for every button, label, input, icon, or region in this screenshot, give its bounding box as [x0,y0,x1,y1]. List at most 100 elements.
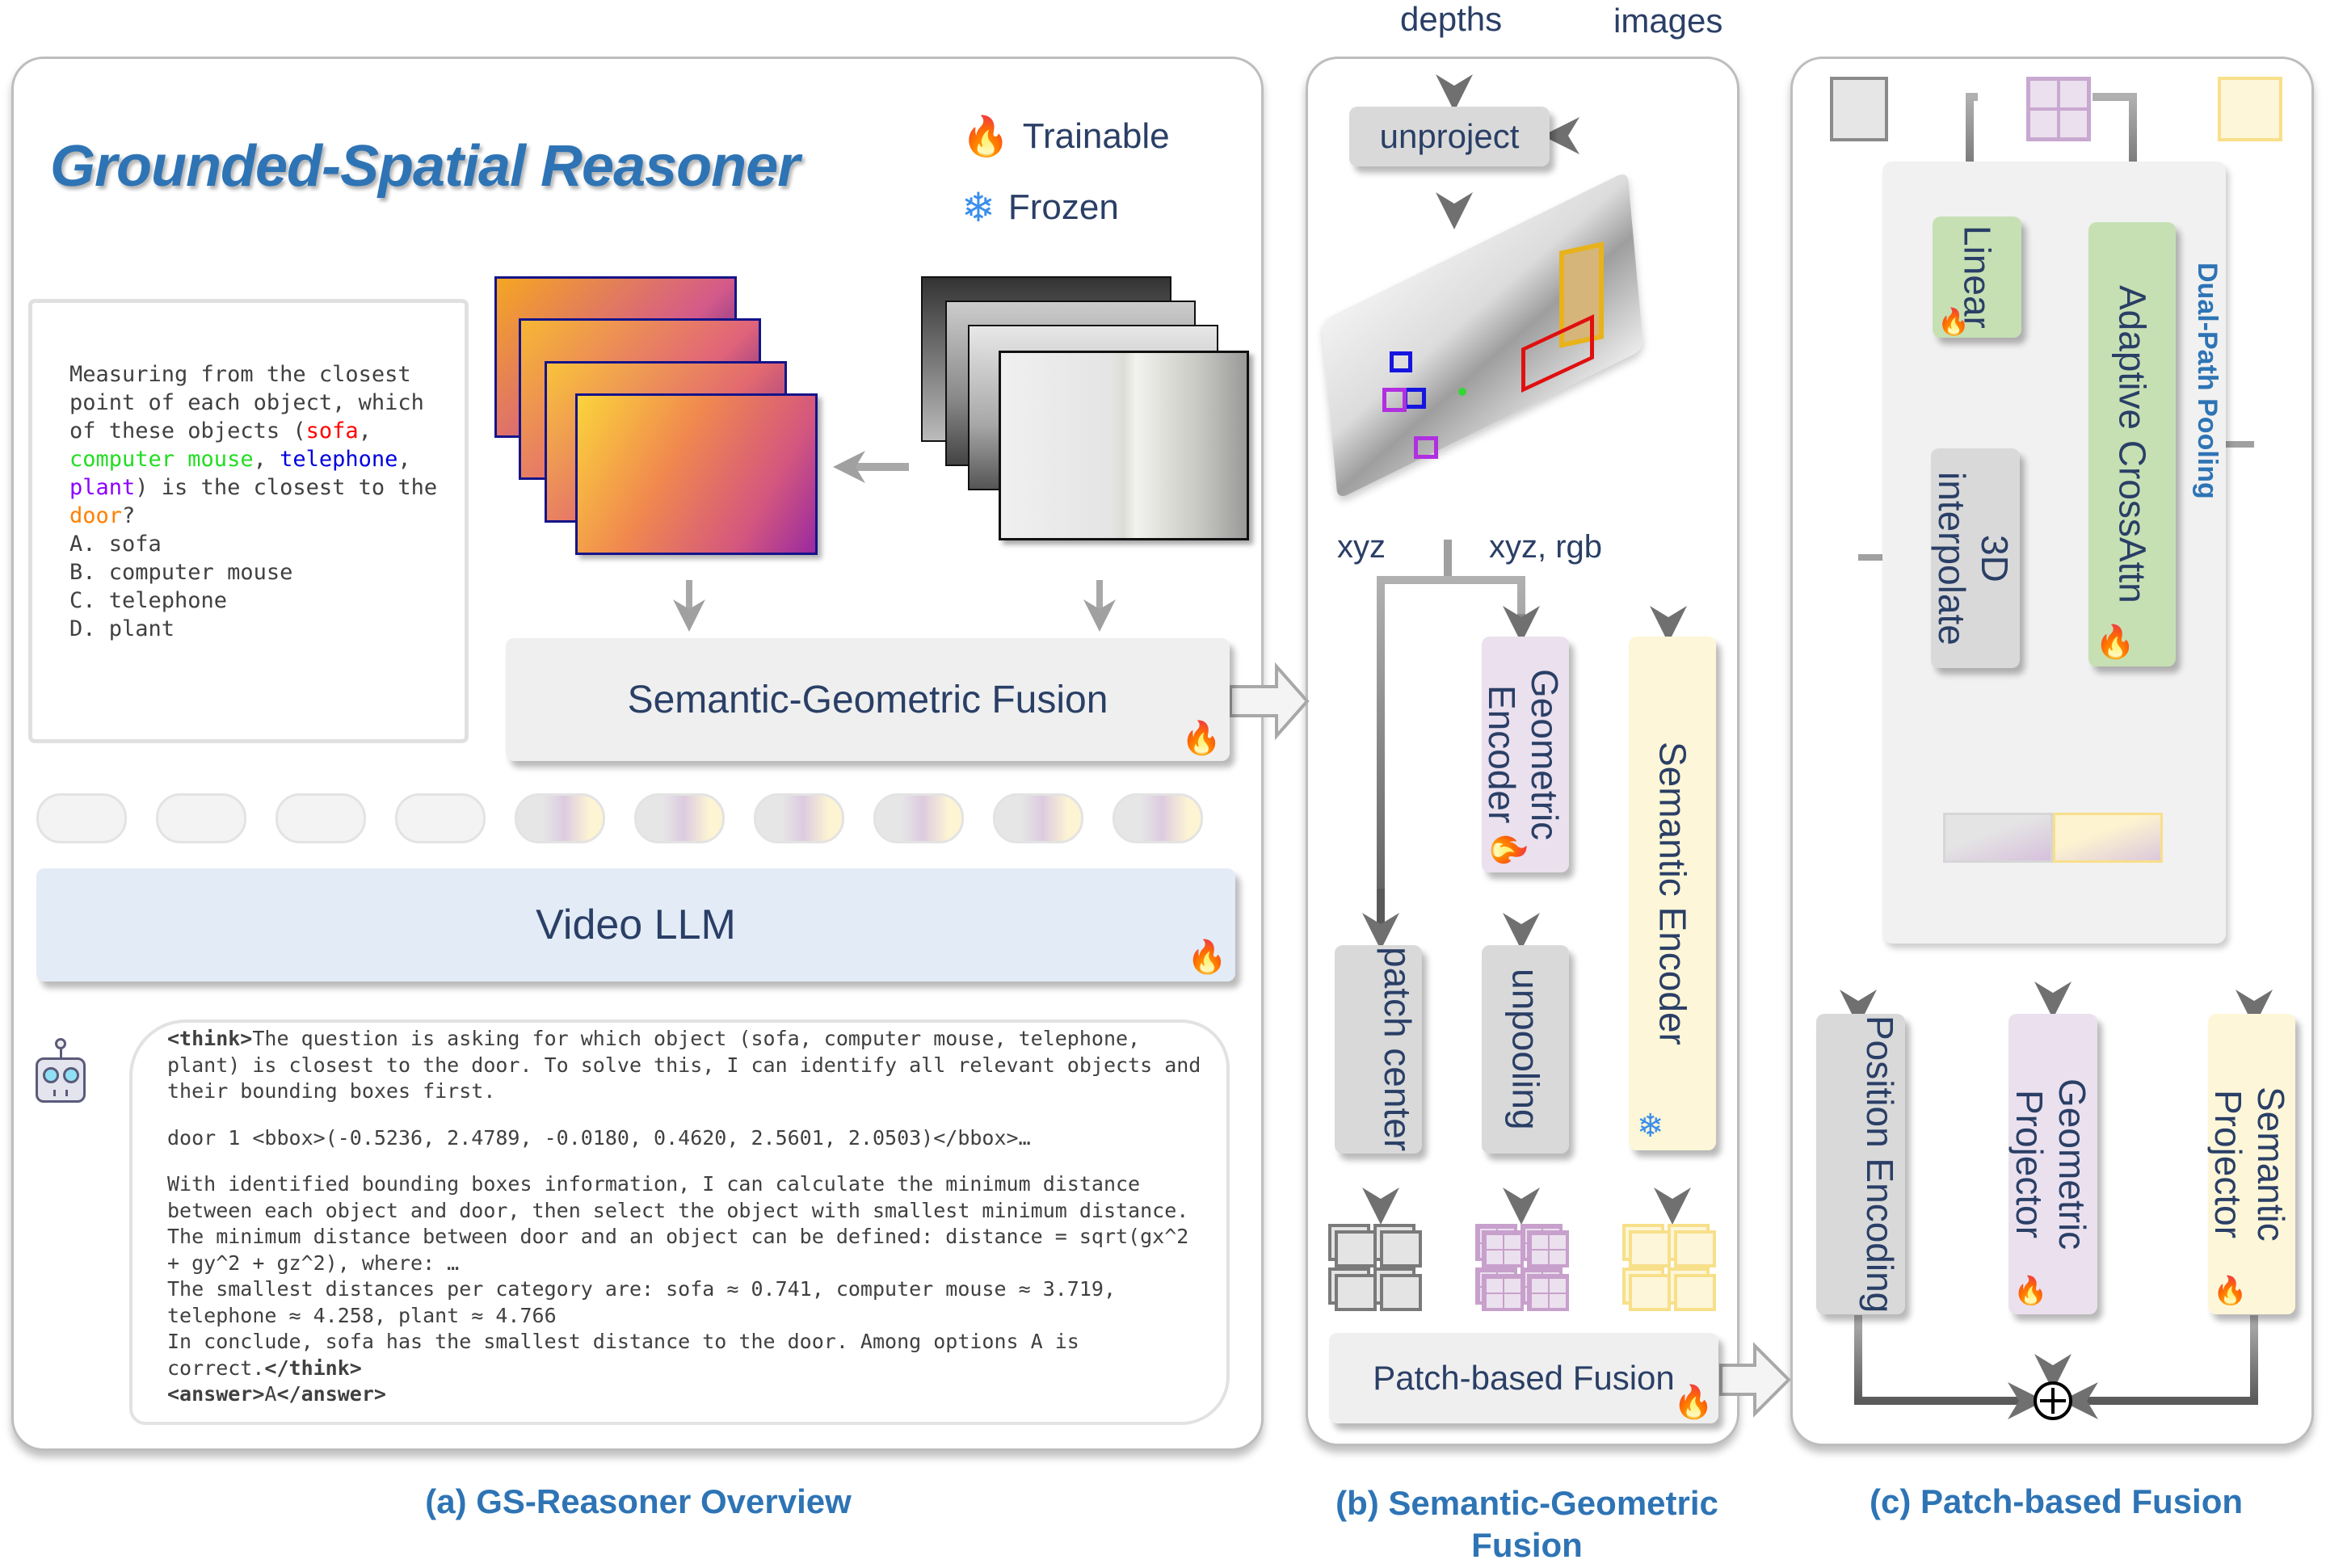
dual-path-pooling-label: Dual-Path Pooling [2192,263,2223,499]
line-pos-to-sum [1854,1315,2045,1419]
highlighted-term: computer mouse [69,447,254,472]
text-line: door? [69,502,437,530]
concat-feature-geometric [1943,813,2053,863]
semantic-encoder-box: Semantic Encoder ❄ [1629,637,1716,1150]
text-line: between each object and door, then selec… [167,1198,1201,1225]
response-text: <think>The question is asking for which … [167,1026,1201,1408]
flame-icon: 🔥 [1181,721,1222,756]
highlighted-term: door [69,503,123,528]
highlighted-term: sofa [305,418,359,443]
unpooling-label: unpooling [1504,969,1547,1130]
feature-patch [1629,1230,1671,1267]
legend-frozen: ❄ Frozen [961,184,1119,231]
text-line [167,1105,1201,1125]
unproject-box: unproject [1349,107,1550,166]
text-segment: In conclude, sofa has the smallest dista… [167,1330,1079,1353]
text-segment: With identified bounding boxes informati… [167,1172,1141,1196]
question-card [28,299,469,743]
text-token [36,793,127,843]
geometric-token [2026,77,2091,141]
geometric-encoder-box: Geometric Encoder 🔥 [1481,637,1569,872]
snowflake-icon: ❄ [1637,1108,1664,1144]
text-segment: , [358,418,372,443]
text-line: computer mouse, telephone, [69,445,437,473]
mouse-marker [1458,388,1466,396]
text-token [395,793,486,843]
flame-icon: 🔥 [1187,940,1227,975]
text-line: of these objects (sofa, [69,417,437,445]
linear-box: Linear 🔥 [1933,216,2021,338]
legend-frozen-label: Frozen [1007,187,1119,227]
text-segment: telephone ≈ 4.258, plant ≈ 4.766 [167,1303,557,1327]
caption-overview: (a) GS-Reasoner Overview [425,1482,852,1520]
arrow-patch-fusion-to-panel-c [1719,1342,1791,1418]
main-title: Grounded-Spatial Reasoner [50,134,800,199]
text-line: Measuring from the closest [69,360,437,389]
text-segment: , [397,447,411,472]
position-token [1830,77,1888,141]
text-line: + gy^2 + gz^2), where: … [167,1251,1201,1277]
text-segment: The minimum distance between door and an… [167,1225,1189,1248]
text-segment: ? [122,503,136,528]
text-line: correct.</think> [167,1356,1201,1382]
geometric-projector-label: Geometric Projector [2008,1078,2093,1251]
fused-token [1113,793,1203,843]
snowflake-icon: ❄ [961,185,995,230]
text-segment: point of each object, which [69,390,424,415]
point-cloud-scene [1313,170,1652,500]
text-line: D. plant [69,615,437,643]
text-line: A. sofa [69,530,437,558]
text-line: their bounding boxes first. [167,1078,1201,1105]
images-label: images [1613,2,1723,40]
patch-group-semantic [1622,1224,1716,1313]
feature-patch [1380,1230,1422,1267]
patch-group-position [1328,1224,1422,1313]
text-token [156,793,246,843]
geometric-encoder-label: Geometric Encoder [1481,668,1566,841]
semantic-projector-label: Semantic Projector [2207,1087,2292,1242]
feature-patch [1674,1274,1716,1311]
telephone-bbox [1390,351,1412,372]
patch-based-fusion-box: Patch-based Fusion 🔥 [1329,1333,1718,1423]
fused-token [634,793,725,843]
patch-based-fusion-label: Patch-based Fusion [1373,1359,1675,1397]
position-encoding-label: Position Encoding [1859,1015,1901,1314]
unproject-label: unproject [1379,117,1520,155]
feature-patch [1629,1274,1671,1311]
text-line: The smallest distances per category are:… [167,1276,1201,1303]
caption-patch-based-fusion: (c) Patch-based Fusion [1869,1482,2244,1520]
flame-icon: 🔥 [1937,307,1970,336]
fused-token [515,793,605,843]
depth-map-stack [494,276,818,555]
text-segment: correct. [167,1356,265,1380]
fused-token [993,793,1083,843]
text-line: The minimum distance between door and an… [167,1224,1201,1251]
text-segment: <answer> [167,1382,265,1406]
concat-feature-semantic [2053,813,2163,863]
text-segment: The smallest distances per category are:… [167,1277,1116,1301]
semantic-geometric-fusion-box: Semantic-Geometric Fusion 🔥 [506,638,1230,761]
text-segment: C. telephone [69,588,228,613]
text-line: telephone ≈ 4.258, plant ≈ 4.766 [167,1303,1201,1330]
text-segment: ) is the closest to the [135,475,438,500]
flame-icon: 🔥 [961,116,1010,158]
text-line: B. computer mouse [69,558,437,586]
flame-icon: 🔥 [1673,1385,1714,1420]
robot-icon [31,1038,90,1111]
rgb-frame [999,351,1249,540]
plant-bbox [1382,388,1407,412]
text-line: In conclude, sofa has the smallest dista… [167,1329,1201,1356]
text-segment: plant) is closest to the door. To solve … [167,1053,1201,1077]
text-segment: door 1 <bbox>(-0.5236, 2.4789, -0.0180, … [167,1125,1031,1150]
geometric-projector-box: Geometric Projector 🔥 [2008,1014,2097,1314]
text-line: C. telephone [69,586,437,615]
line-sem-to-sum [2061,1315,2258,1419]
fused-token [754,793,844,843]
patch-group-geometric [1475,1224,1569,1313]
response-bubble [129,1019,1230,1425]
text-segment: , [253,447,280,472]
semantic-encoder-label: Semantic Encoder [1651,742,1694,1045]
highlighted-term: plant [69,475,136,500]
feature-patch [1380,1274,1422,1311]
text-segment: their bounding boxes first. [167,1079,496,1103]
